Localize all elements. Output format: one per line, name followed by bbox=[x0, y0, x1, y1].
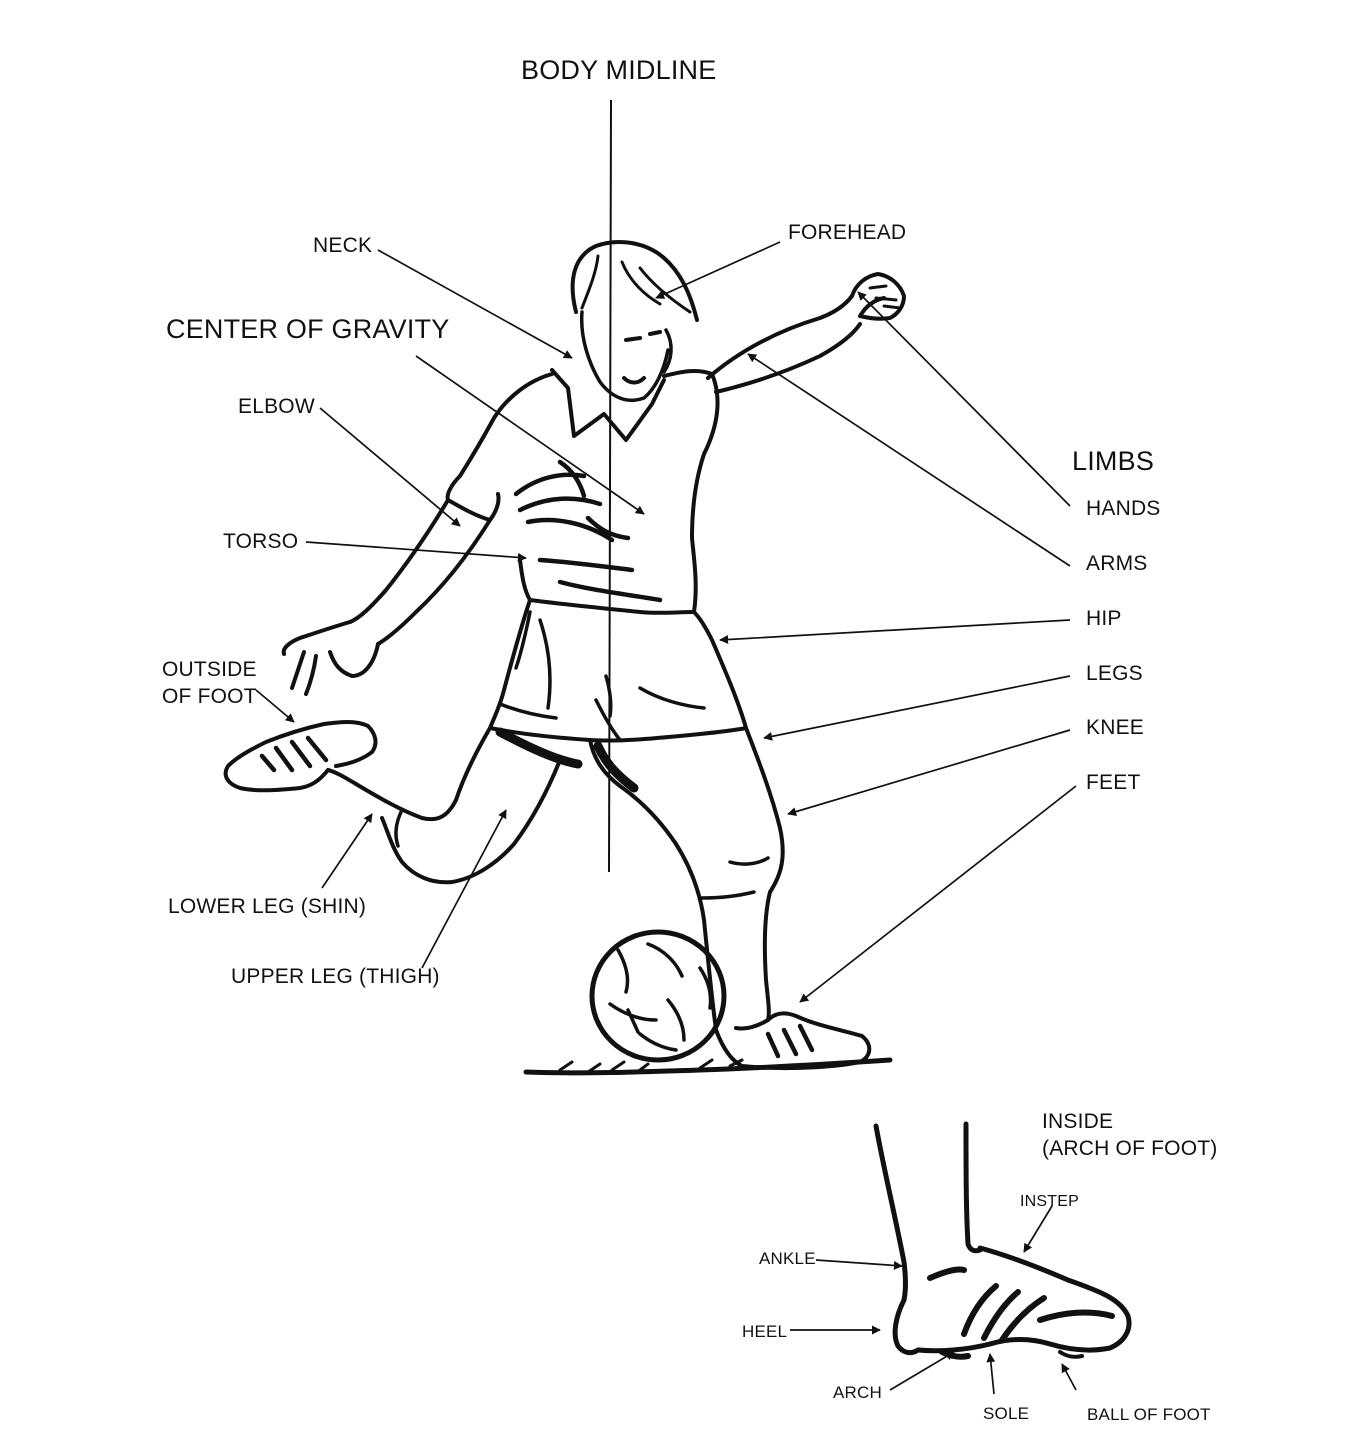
arrow-knee bbox=[787, 729, 1071, 817]
arrow-center-of-gravity bbox=[415, 355, 645, 515]
player-kicking-boot-stripes bbox=[259, 735, 329, 773]
player-shirt bbox=[458, 368, 720, 614]
arrow-forehead bbox=[655, 241, 781, 299]
label-outside-of-foot-line2: OF FOOT bbox=[162, 685, 257, 708]
leader-lines bbox=[255, 241, 1077, 1395]
label-knee: KNEE bbox=[1086, 716, 1144, 739]
player-raised-fingers bbox=[868, 284, 902, 310]
ground-grass bbox=[558, 1058, 744, 1074]
player-shirt-folds bbox=[513, 459, 663, 603]
arrow-legs bbox=[763, 675, 1071, 741]
arrow-lower-leg bbox=[321, 813, 373, 889]
label-ankle: ANKLE bbox=[759, 1249, 816, 1268]
inset-ball-mark bbox=[1058, 1350, 1084, 1359]
label-elbow: ELBOW bbox=[238, 395, 315, 418]
soccer-ball bbox=[589, 929, 727, 1063]
label-sole: SOLE bbox=[983, 1404, 1030, 1423]
label-heel: HEEL bbox=[742, 1322, 788, 1341]
arrow-hip bbox=[719, 619, 1071, 645]
label-arms: ARMS bbox=[1086, 552, 1148, 575]
label-forehead: FOREHEAD bbox=[788, 221, 907, 244]
label-torso: TORSO bbox=[223, 530, 299, 553]
ground-line bbox=[523, 1057, 893, 1076]
player-lowered-arm bbox=[348, 498, 492, 646]
player-face bbox=[579, 310, 670, 403]
player-kicking-knee bbox=[394, 808, 404, 848]
label-upper-leg: UPPER LEG (THIGH) bbox=[231, 965, 440, 988]
arrow-elbow bbox=[319, 407, 461, 527]
inset-leg-front bbox=[963, 1121, 983, 1254]
label-outside-of-foot-line1: OUTSIDE bbox=[162, 658, 257, 681]
arrow-feet bbox=[799, 785, 1077, 1003]
player-kicking-thigh bbox=[326, 726, 562, 885]
inset-boot-heel bbox=[892, 1297, 921, 1356]
inset-boot-sole bbox=[915, 1341, 993, 1354]
label-hands: HANDS bbox=[1086, 497, 1161, 520]
label-legs: LEGS bbox=[1086, 662, 1143, 685]
player-lowered-hand bbox=[281, 620, 380, 696]
arrow-hands bbox=[857, 291, 1071, 507]
label-inside-line2: (ARCH OF FOOT) bbox=[1042, 1137, 1218, 1160]
label-center-of-gravity: CENTER OF GRAVITY bbox=[166, 314, 450, 344]
player-support-boot-stripes bbox=[765, 1023, 815, 1059]
label-neck: NECK bbox=[313, 234, 373, 257]
player-shorts-folds bbox=[498, 610, 706, 742]
label-feet: FEET bbox=[1086, 771, 1141, 794]
arrow-sole bbox=[986, 1353, 996, 1395]
player-support-leg bbox=[588, 726, 785, 1032]
arrow-ball-of-foot bbox=[1061, 1363, 1077, 1391]
player-jaw bbox=[662, 328, 673, 374]
label-inside-line1: INSIDE bbox=[1042, 1110, 1114, 1133]
arrow-torso bbox=[305, 541, 527, 562]
arrow-ankle bbox=[815, 1259, 903, 1270]
label-lower-leg: LOWER LEG (SHIN) bbox=[168, 895, 367, 918]
label-outside-of-foot: OUTSIDE OF FOOT bbox=[162, 656, 257, 710]
player-collar bbox=[550, 368, 666, 442]
arrow-outside-of-foot bbox=[255, 689, 295, 723]
label-ball-of-foot: BALL OF FOOT bbox=[1087, 1405, 1211, 1424]
label-limbs: LIMBS bbox=[1072, 446, 1155, 476]
player-support-knee bbox=[700, 856, 770, 900]
label-inside-arch-of-foot: INSIDE (ARCH OF FOOT) bbox=[1042, 1108, 1217, 1162]
arrow-arch bbox=[889, 1351, 955, 1391]
arrow-upper-leg bbox=[421, 809, 507, 969]
label-arch: ARCH bbox=[833, 1383, 882, 1402]
player-hair-strands bbox=[580, 254, 692, 314]
player-shorts-shadow bbox=[495, 727, 639, 793]
arrow-instep bbox=[1023, 1205, 1053, 1253]
arrow-neck bbox=[377, 249, 573, 359]
body-midline bbox=[608, 99, 612, 873]
player-shirt-hem bbox=[518, 558, 696, 615]
inset-boot-upper bbox=[977, 1245, 1132, 1353]
label-hip: HIP bbox=[1086, 607, 1122, 630]
label-body-midline: BODY MIDLINE bbox=[521, 55, 717, 85]
player-sleeve-left bbox=[445, 474, 501, 522]
label-instep: INSTEP bbox=[1020, 1193, 1079, 1210]
player-eyes-mouth bbox=[622, 330, 662, 385]
soccer-ball-seams bbox=[608, 942, 713, 1052]
soccer-player-drawing bbox=[223, 240, 906, 1076]
player-shorts bbox=[488, 598, 748, 743]
player-kicking-boot bbox=[223, 720, 378, 793]
player-hair bbox=[570, 240, 699, 322]
inset-boot-laces bbox=[927, 1266, 1115, 1343]
arrow-arms bbox=[747, 353, 1071, 567]
player-raised-arm bbox=[706, 294, 862, 394]
inset-leg-back bbox=[873, 1123, 908, 1303]
